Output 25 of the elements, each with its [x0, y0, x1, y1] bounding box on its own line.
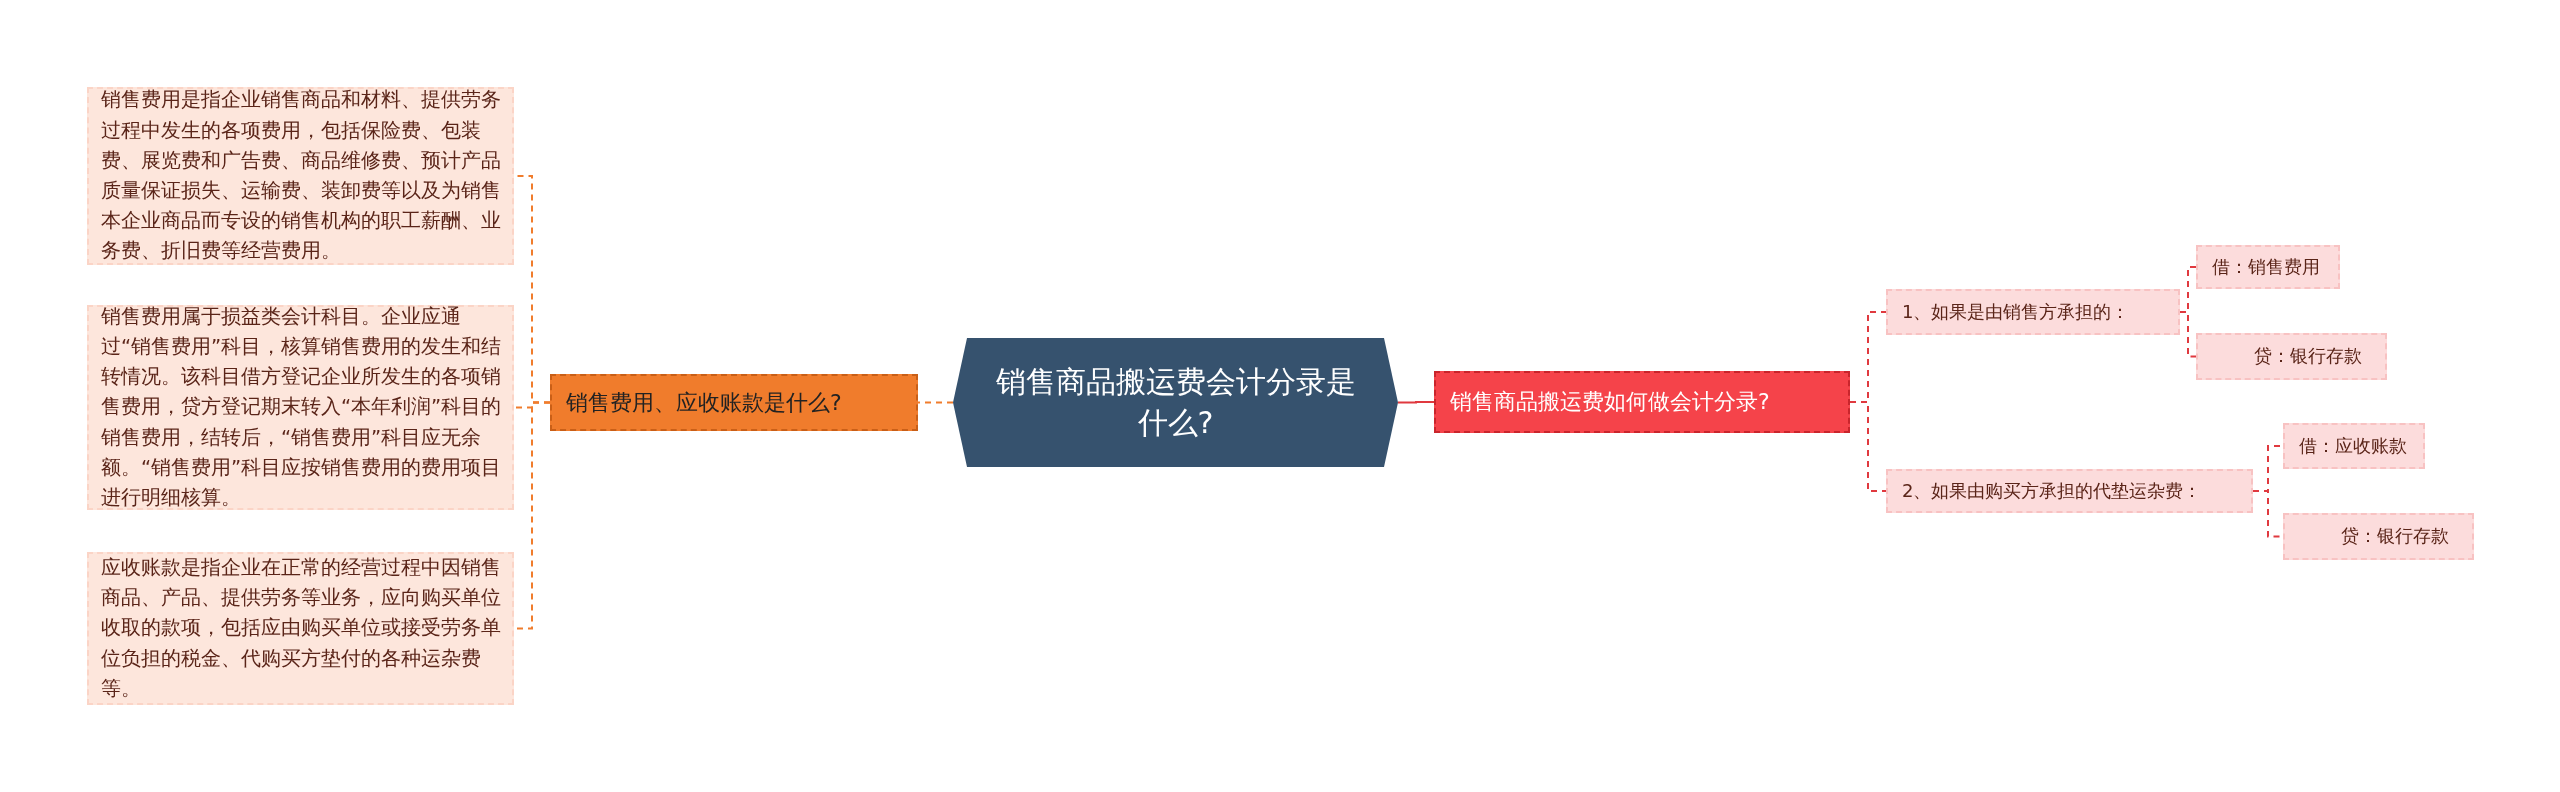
connector-line — [1397, 401, 1435, 404]
connector-line — [2179, 311, 2197, 358]
topic-text: 销售商品搬运费会计分录是什么? — [994, 363, 1357, 442]
subtopic-box — [2196, 333, 2387, 380]
topic-text: 销售商品搬运费如何做会计分录? — [1450, 388, 1770, 417]
topic-text: 借：应收账款 — [2299, 433, 2407, 458]
paragraph: 销售费用属于损益类会计科目。企业应通过“销售费用”科目，核算销售费用的发生和结转情况。该科目借方登记企业所发生的各项销售费用，贷方登记期末转入“本年利润”科目的销售费用，结转后，“销售费用”科目应无余额。“销售费用”科目应按销售费用的费用项目进行明细核算。 — [101, 303, 502, 512]
topic-text: 1、如果是由销售方承担的： — [1902, 299, 2130, 324]
topic-box — [1434, 371, 1850, 433]
paragraph: 应收账款是指企业在正常的经营过程中因销售商品、产品、提供劳务等业务，应向购买单位收取的款项，包括应由购买单位或接受劳务单位负担的税金、代购买方垫付的各种运杂费等。 — [101, 554, 502, 702]
connector-line — [917, 401, 954, 404]
subtopic-box — [1886, 469, 2253, 513]
subtopic-box — [1886, 289, 2180, 335]
subtopic-box — [2283, 423, 2425, 469]
topic-hexagon — [953, 338, 1398, 467]
connector-line — [1849, 401, 1887, 492]
topic-text: 借：销售费用 — [2212, 254, 2320, 279]
subtopic-box — [2196, 245, 2340, 289]
topic-text: 贷：银行存款 — [2254, 344, 2362, 369]
topic-box — [550, 374, 918, 431]
paragraph: 销售费用是指企业销售商品和材料、提供劳务过程中发生的各项费用，包括保险费、包装费、展览费和广告费、商品维修费、预计产品质量保证损失、运输费、装卸费等以及为销售本企业商品而专设的销售机构的职工薪酬、业务费、折旧费等经营费用。 — [101, 87, 502, 265]
topic-text: 贷：银行存款 — [2341, 524, 2449, 549]
subtopic-box — [2283, 513, 2474, 560]
topic-text: 2、如果由购买方承担的代垫运杂费： — [1902, 478, 2202, 503]
topic-text: 销售费用、应收账款是什么? — [566, 388, 842, 417]
